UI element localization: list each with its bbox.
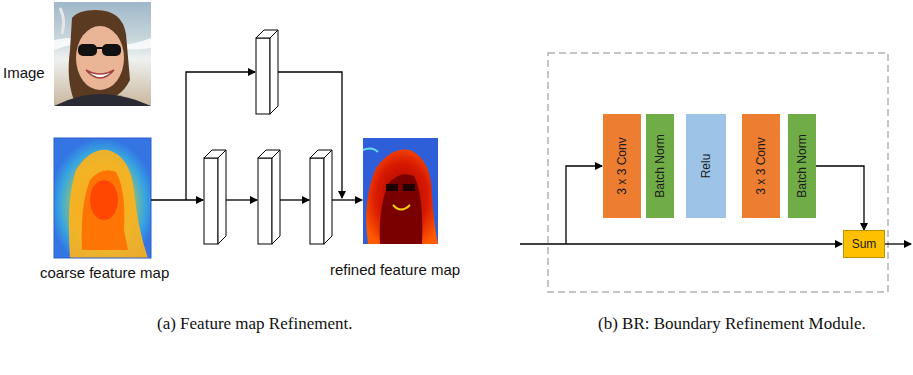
box-label: Batch Norm xyxy=(653,134,667,197)
conv-box: 3 x 3 Conv xyxy=(603,114,641,218)
conv-box: 3 x 3 Conv xyxy=(742,114,780,218)
map-label: refined feature map xyxy=(330,258,460,281)
conv-blocks xyxy=(204,30,332,244)
box-label: 3 x 3 Conv xyxy=(615,137,629,194)
relu-box: Relu xyxy=(686,114,726,218)
refined-heatmap xyxy=(363,138,438,244)
sum-box: Sum xyxy=(843,230,885,258)
subfigure-caption: (b) BR: Boundary Refinement Module. xyxy=(598,311,892,337)
box-label: Batch Norm xyxy=(795,134,809,197)
box-label: Sum xyxy=(852,237,877,251)
subfigure-caption: (a) Feature map Refinement. xyxy=(157,311,352,337)
batchnorm-box: Batch Norm xyxy=(646,114,674,218)
box-label: 3 x 3 Conv xyxy=(754,137,768,194)
input-photo xyxy=(54,2,151,106)
connector xyxy=(816,166,864,230)
coarse-heatmap xyxy=(54,138,151,258)
flow-lines xyxy=(151,72,362,200)
module-frame xyxy=(548,53,888,292)
map-label: coarse feature map xyxy=(40,261,169,284)
image-label: Image xyxy=(3,61,45,84)
box-label: Relu xyxy=(699,154,713,179)
batchnorm-box: Batch Norm xyxy=(788,114,816,218)
